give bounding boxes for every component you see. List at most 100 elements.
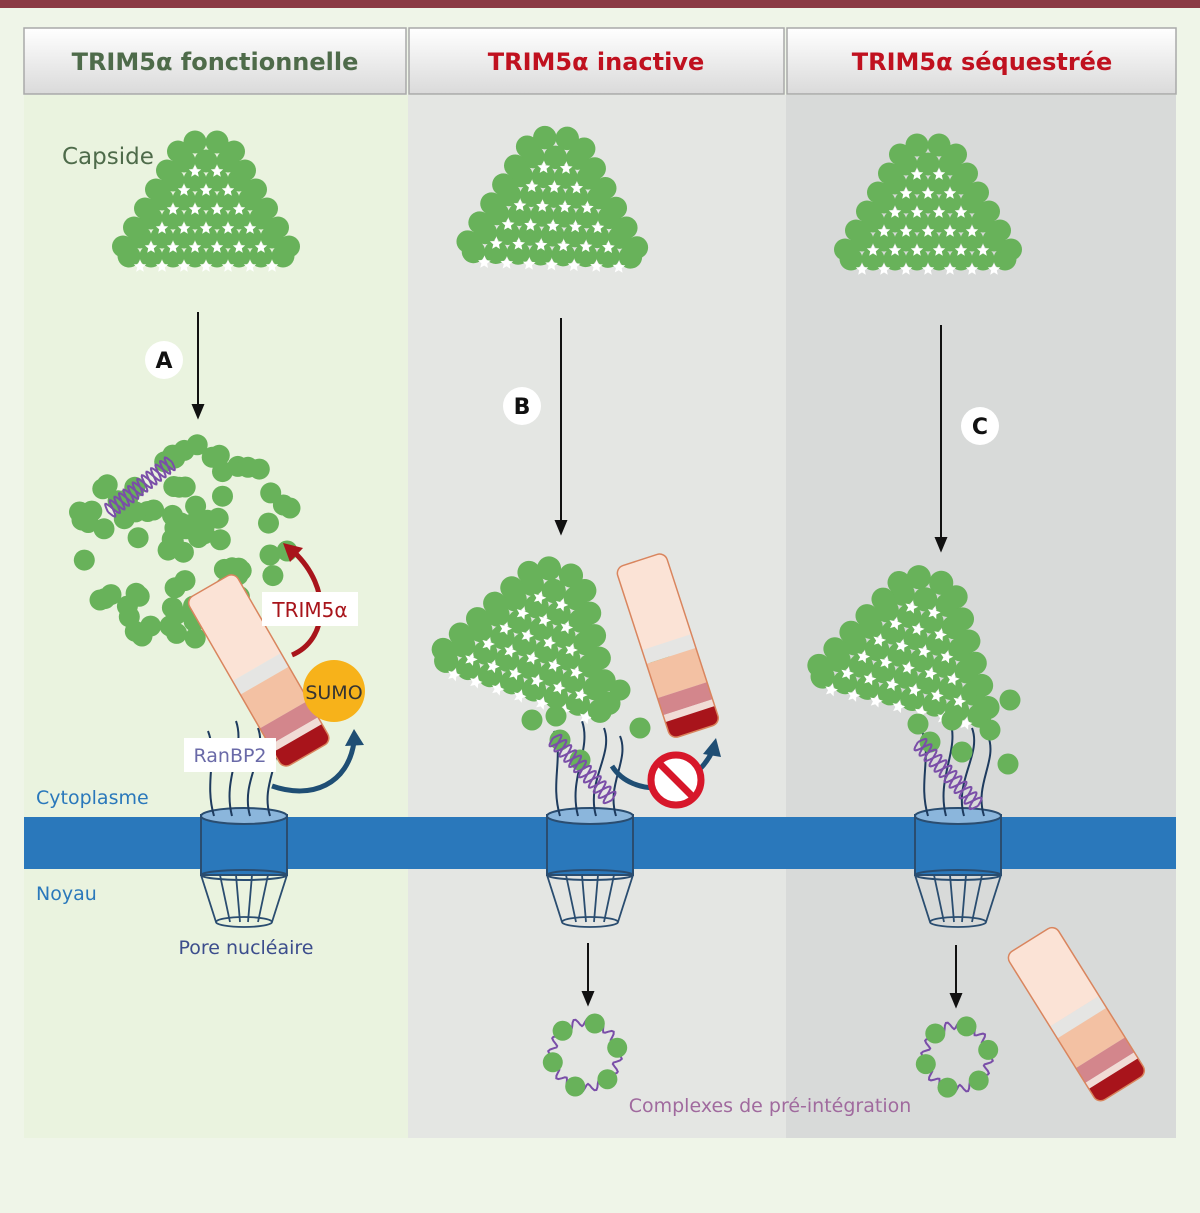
docked-capsids — [431, 556, 1021, 811]
capsid-subunit — [823, 637, 847, 661]
free-capsid-subunit — [175, 518, 197, 540]
capsid-hole — [910, 168, 924, 180]
capsid-hole — [199, 184, 213, 196]
capsid-subunit — [572, 137, 596, 160]
capsid-hole — [908, 683, 922, 697]
capsid-subunit — [216, 187, 240, 211]
capsid-subunit — [205, 130, 229, 154]
capsid-subunit — [956, 162, 978, 185]
capsid-hole — [888, 244, 902, 256]
capsid-subunit — [499, 670, 525, 695]
capsid-subunit — [949, 247, 973, 271]
capsid-subunit — [575, 204, 599, 229]
capsid-subunit — [944, 585, 968, 609]
capsid-subunit — [227, 206, 251, 230]
capsid-hole — [899, 187, 913, 199]
capsid-subunit — [970, 673, 994, 697]
top-bar — [0, 0, 1200, 8]
free-capsid-subunit — [93, 518, 115, 540]
rna-helix-icon — [104, 456, 176, 518]
trim5-protein-c — [1005, 924, 1148, 1104]
capsid-subunit — [183, 206, 207, 230]
capsid-hole — [232, 241, 246, 253]
capsid-hole — [940, 650, 954, 664]
capsid-hole — [499, 622, 513, 636]
capsid-subunit — [156, 159, 178, 182]
capsid-cone-icon — [456, 125, 649, 273]
capsid-hole — [841, 666, 855, 680]
capsid-subunit — [592, 669, 616, 693]
capsid-subunit — [807, 653, 831, 677]
capsid-hole — [525, 180, 539, 193]
capsid-subunit — [542, 184, 566, 208]
capsid-hole — [877, 263, 891, 275]
capsid-subunit — [883, 209, 907, 233]
capsid-hole — [847, 689, 861, 702]
capsid-subunit — [976, 695, 1000, 720]
capsid-subunit — [871, 587, 895, 611]
capsid-subunit — [894, 228, 918, 252]
free-capsid-subunit — [258, 512, 279, 534]
capsid-hole — [924, 667, 938, 680]
capsid-subunit — [563, 223, 587, 248]
capsid-subunit — [506, 241, 531, 265]
capsid-subunit — [565, 691, 591, 716]
capsid-hole — [521, 629, 534, 643]
capsid-subunit — [949, 209, 973, 233]
capsid-hole — [879, 655, 893, 669]
capsid-subunit — [216, 225, 240, 249]
capsid-hole — [899, 225, 913, 237]
docked-capsid-b — [431, 556, 621, 725]
pic-c — [915, 1016, 999, 1098]
docked-capsid-c — [807, 565, 1000, 730]
capsid-subunit — [556, 646, 581, 671]
capsid-subunit — [431, 637, 455, 661]
capsid-hole — [199, 260, 213, 272]
header-cell-2 — [408, 27, 785, 95]
free-capsid-subunit — [71, 509, 93, 531]
capsid-hole — [465, 653, 478, 666]
capsid-hole — [265, 260, 279, 272]
free-capsid-subunit — [201, 446, 223, 468]
capsid-hole — [947, 672, 960, 686]
capsid-hole — [534, 238, 548, 251]
pic-subunit — [978, 1039, 999, 1060]
capsid-subunit — [483, 591, 507, 615]
capsid-hole — [580, 711, 593, 725]
capsid-subunit — [941, 709, 963, 731]
free-capsid-subunit — [237, 456, 259, 478]
capsid-subunit — [530, 203, 554, 227]
capsid-hole — [155, 222, 169, 234]
capsid-hole — [931, 689, 944, 703]
capsid-hole — [560, 621, 574, 634]
capsid-subunit — [897, 603, 922, 628]
capsid-subunit — [561, 669, 586, 694]
capsid-subunit — [448, 622, 472, 646]
capsid-hole — [188, 203, 202, 215]
capsid-subunit — [504, 154, 527, 177]
capsid-subunit — [473, 640, 498, 665]
capsid-subunit — [960, 228, 984, 252]
capsid-subunit — [278, 235, 300, 258]
capsid-hole — [965, 225, 979, 237]
capsid-subunit — [517, 560, 541, 584]
arrow-to-pic-c-head — [949, 993, 963, 1009]
capsid-subunit — [555, 126, 579, 151]
capsid-subunit — [536, 556, 562, 581]
capsid-subunit — [907, 713, 929, 735]
free-capsid-subunit — [125, 501, 147, 523]
capsid-hole — [221, 184, 235, 196]
capsid-hole — [602, 240, 615, 253]
header-functional: TRIM5α fonctionnelle — [72, 48, 359, 76]
capsid-hole — [911, 622, 925, 636]
capsid-subunit — [205, 244, 229, 268]
pic-subunit — [956, 1016, 977, 1037]
capsid-hole — [553, 681, 566, 695]
capsid-subunit — [150, 225, 174, 249]
capsid-subunit — [515, 135, 539, 158]
capsid-hole — [976, 244, 990, 256]
cytoplasme-label: Cytoplasme — [36, 787, 149, 809]
ranbp2-label: RanBP2 — [193, 745, 266, 767]
capsid-subunit — [552, 204, 577, 228]
